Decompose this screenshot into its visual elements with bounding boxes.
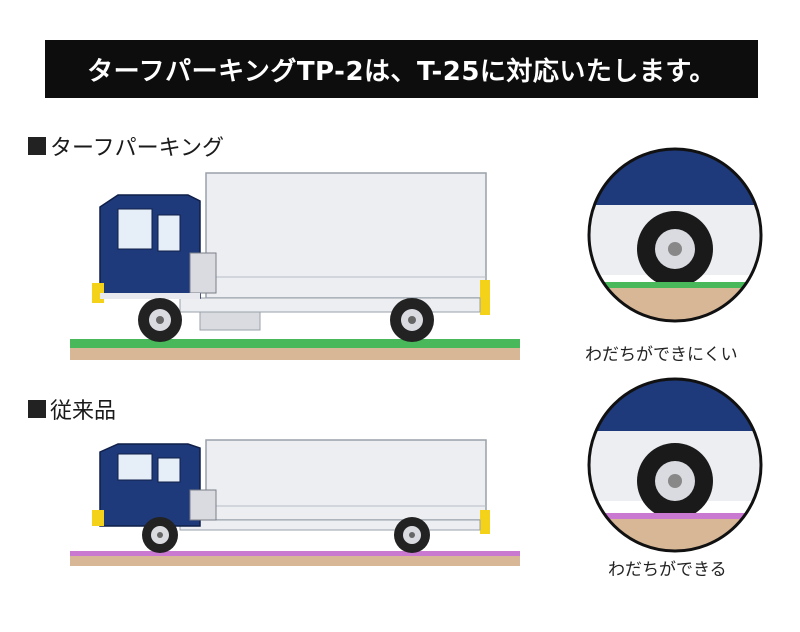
- section-label-conventional: 従来品: [28, 393, 116, 425]
- ground-soil: [70, 348, 520, 360]
- caption-ruts-form: わだちができる: [608, 560, 727, 580]
- cargo-box: [205, 439, 487, 521]
- cab-window: [117, 208, 153, 250]
- rear-wheel: [390, 298, 434, 342]
- ground-grass: [70, 339, 520, 348]
- caption-less-ruts: わだちができにくい: [585, 345, 738, 365]
- wheel-detail-turf: [587, 147, 763, 323]
- front-wheel: [142, 517, 178, 553]
- front-bumper-light: [92, 510, 104, 526]
- ground-mat: [70, 551, 520, 556]
- section-label-turf-parking: ターフパーキング: [28, 130, 224, 162]
- truck-illustration-turf: [70, 172, 520, 360]
- headline-text: ターフパーキングTP-2は、T-25に対応いたします。: [87, 56, 716, 87]
- cargo-box: [205, 172, 487, 299]
- ground-soil: [70, 556, 520, 566]
- rear-light: [480, 280, 490, 315]
- rear-wheel: [394, 517, 430, 553]
- rear-light: [480, 510, 490, 534]
- square-bullet-icon: [28, 400, 46, 418]
- cab-window: [117, 453, 153, 481]
- wheel-detail-conventional: [587, 377, 763, 553]
- square-bullet-icon: [28, 137, 46, 155]
- section-title: 従来品: [50, 399, 117, 424]
- section-title: ターフパーキング: [50, 136, 225, 161]
- headline-banner: ターフパーキングTP-2は、T-25に対応いたします。: [45, 40, 758, 98]
- front-wheel: [138, 298, 182, 342]
- truck-illustration-conventional: [70, 439, 520, 566]
